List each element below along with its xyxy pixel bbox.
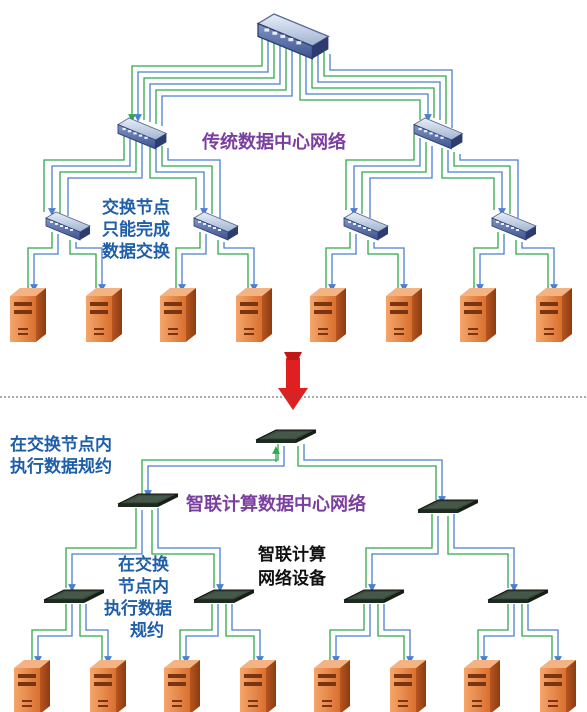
transition-arrow <box>278 352 308 410</box>
traditional-network: 传统数据中心网络 交换节点 只能完成 数据交换 <box>10 13 572 342</box>
smart-edge-switch-1-icon <box>43 589 105 604</box>
server-icon <box>460 288 496 342</box>
smart-edge-switch-4-icon <box>487 589 549 604</box>
server-icon <box>164 660 200 712</box>
server-icon <box>464 660 500 712</box>
smart-mid-annotation-line-3: 执行数据 <box>104 598 172 619</box>
smart-edge-switch-2-icon <box>193 589 255 604</box>
smart-aggregation-switch-right-icon <box>417 499 479 514</box>
core-aggregation-links <box>128 32 453 128</box>
switch-annotation-line-2: 只能完成 <box>102 219 170 240</box>
aggregation-switch-right-icon <box>413 117 463 150</box>
smart-mid-annotation-line-4: 规约 <box>130 620 164 641</box>
server-icon <box>160 288 196 342</box>
server-icon <box>90 660 126 712</box>
server-icon <box>14 660 50 712</box>
server-icon <box>310 288 346 342</box>
edge-server-links <box>27 232 558 292</box>
smart-mid-annotation-line-1: 在交换 <box>118 554 170 575</box>
server-icon <box>314 660 350 712</box>
server-icon <box>86 288 122 342</box>
traditional-network-title: 传统数据中心网络 <box>201 131 346 153</box>
switch-annotation-line-1: 交换节点 <box>102 197 170 218</box>
smart-mid-annotation-line-2: 节点内 <box>118 576 169 597</box>
smart-edge-server-links <box>31 604 562 664</box>
smart-core-switch-icon <box>255 429 317 444</box>
server-icon <box>540 660 576 712</box>
smart-top-annotation-line-1: 在交换节点内 <box>10 434 112 455</box>
device-label-line-2: 网络设备 <box>258 568 327 589</box>
smart-network-title: 智联计算数据中心网络 <box>186 493 366 515</box>
smart-top-annotation-line-2: 执行数据规约 <box>10 456 112 477</box>
down-arrow-icon <box>278 358 308 410</box>
smart-core-aggregation-links <box>141 444 446 504</box>
device-label-line-1: 智联计算 <box>258 544 326 565</box>
smart-network: 在交换节点内 执行数据规约 智联计算数据中心网络 智联计算 网络设备 在交换 节… <box>10 429 576 712</box>
server-icon <box>390 660 426 712</box>
server-icon <box>536 288 572 342</box>
smart-edge-switch-3-icon <box>343 589 405 604</box>
server-icon <box>10 288 46 342</box>
smart-aggregation-edge-links <box>65 508 518 592</box>
smart-aggregation-switch-left-icon <box>117 493 179 508</box>
right-aggregation-edge-links <box>345 134 519 218</box>
switch-annotation-line-3: 数据交换 <box>102 241 171 262</box>
server-icon <box>236 288 272 342</box>
server-icon <box>386 288 422 342</box>
left-aggregation-edge-links <box>43 130 221 218</box>
server-icon <box>240 660 276 712</box>
